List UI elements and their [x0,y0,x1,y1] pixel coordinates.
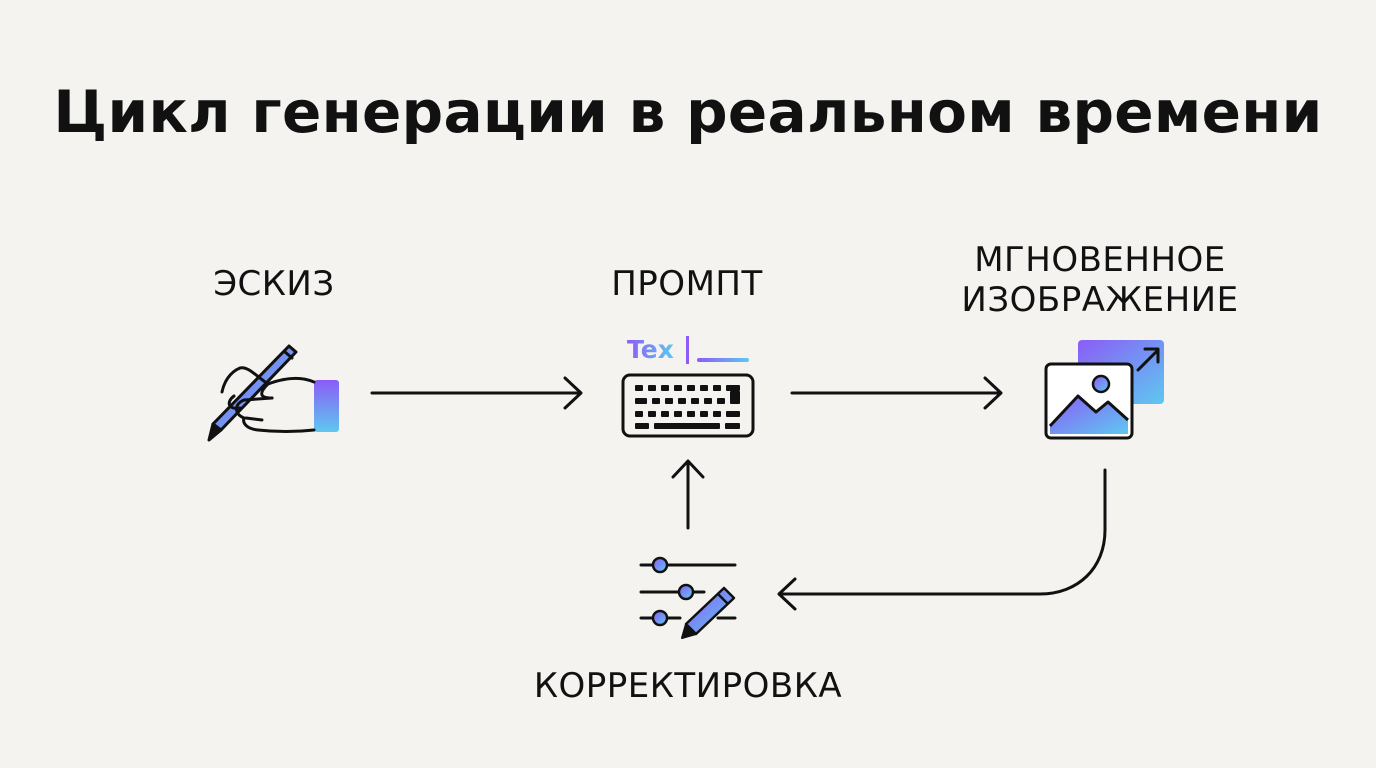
prompt-label: ПРОМПТ [611,264,763,304]
arrow-prompt-to-image [790,376,1003,410]
sliders-pencil-icon [639,556,737,639]
image-export-icon [1044,340,1164,440]
instant-image-label-line1: МГНОВЕННОЕ [974,240,1226,280]
typed-text: Tex [627,335,674,364]
adjust-label: КОРРЕКТИРОВКА [533,666,843,706]
instant-image-label-line2: ИЗОБРАЖЕНИЕ [961,280,1239,320]
page-title: Цикл генерации в реальном времени [53,78,1323,146]
arrow-adjust-to-prompt [671,459,705,530]
arrow-image-to-adjust [777,468,1107,611]
hand-pen-icon [207,344,339,442]
arrow-sketch-to-prompt [370,376,583,410]
instant-image-label: МГНОВЕННОЕ ИЗОБРАЖЕНИЕ [930,240,1270,320]
keyboard-icon: Tex [621,335,755,438]
sketch-label: ЭСКИЗ [213,264,335,304]
